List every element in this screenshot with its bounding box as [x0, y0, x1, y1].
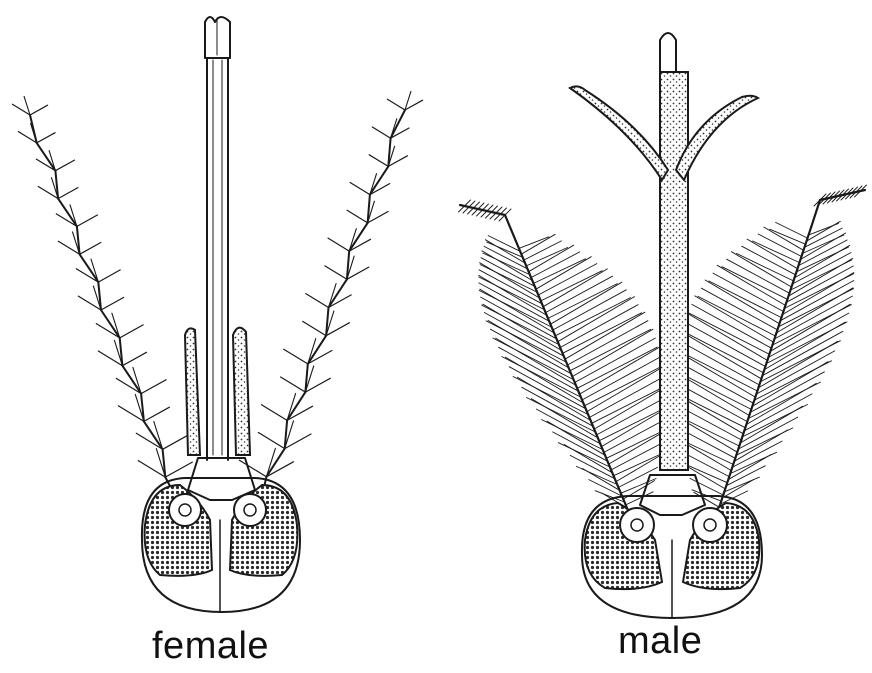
female-caption: female: [152, 625, 269, 668]
male-left-palp: [570, 86, 668, 180]
female-head-drawing: [12, 17, 422, 612]
male-left-antenna: [459, 200, 665, 520]
male-right-antenna-socket: [693, 508, 727, 542]
female-right-antenna: [239, 91, 422, 505]
female-right-antenna-socket: [234, 494, 266, 526]
female-left-antenna-socket: [169, 494, 201, 526]
female-proboscis: [205, 17, 230, 460]
male-left-antenna-socket: [620, 508, 654, 542]
female-left-palp: [185, 328, 200, 455]
female-left-antenna: [12, 96, 192, 505]
male-head-drawing: [459, 33, 867, 618]
female-right-palp: [233, 328, 250, 455]
male-right-antenna: [676, 185, 866, 520]
male-proboscis: [660, 33, 688, 470]
male-caption: male: [618, 620, 702, 663]
